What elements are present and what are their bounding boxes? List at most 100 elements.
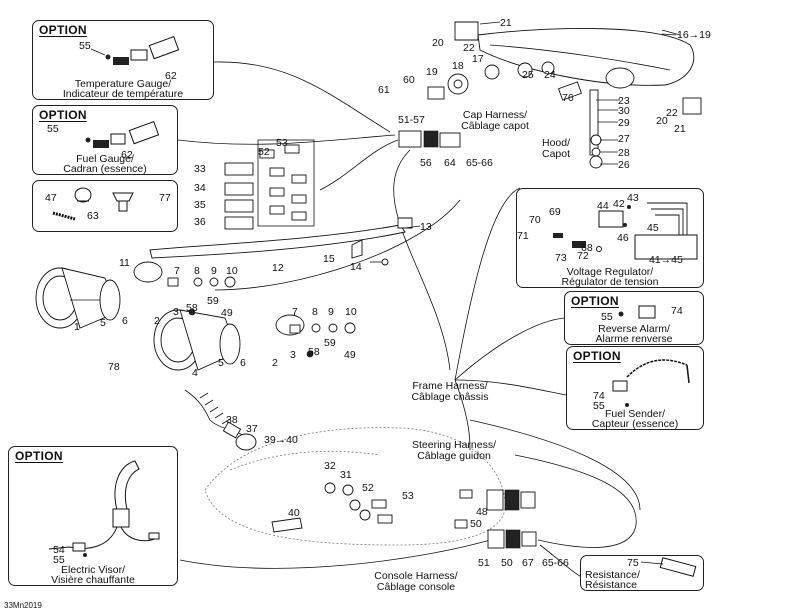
option-title: OPTION [39,108,87,122]
label-steering-harness: Steering Harness/ Câblage guidon [396,440,512,462]
callout: 27 [618,133,630,145]
wire-cap-to-frame [393,149,451,371]
option-box-temperature-gauge: OPTION 55 62 Temperature Gauge/ Indicate… [32,20,214,100]
callout: 52 [362,482,374,494]
callout: 39→40 [264,434,298,446]
callout-74: 74 [671,305,683,317]
callout: 37 [246,423,258,435]
caption-fr: Capteur (essence) [591,418,679,430]
callout: 78 [108,361,120,373]
reverse-alarm-drawing [618,305,656,319]
callout: 38 [226,414,238,426]
electric-visor-drawing [48,460,160,557]
callout: 49 [344,349,356,361]
callout: 9 [211,265,217,277]
label-console-harness-fr: Câblage console [376,581,456,593]
caption-fr: Indicateur de température [62,88,184,100]
callout: 40 [288,507,300,519]
caption-en: Resistance/ [585,569,640,581]
wire-temp-gauge [213,61,391,133]
steering-harness-connector [486,489,536,511]
callout-77: 77 [159,192,171,204]
callout: 22 [666,107,678,119]
callout: 11 [119,257,130,269]
misc-parts-drawing [52,187,134,221]
callout: 34 [194,182,206,194]
callout: 64 [444,157,456,169]
callout: 51-57 [398,114,425,126]
callout-43: 43 [627,192,639,204]
callout: 53 [402,490,414,502]
label-hood-en: Hood/ [541,137,571,149]
callout-55: 55 [601,311,613,323]
caption-en: Electric Visor/ [61,564,125,576]
cap-harness-connector [398,130,461,148]
wire-gauge-loop [214,199,461,291]
caption-fr: Alarme renverse [595,333,673,345]
callout-72: 72 [577,250,589,262]
callout: 30 [618,105,630,117]
callout: 21 [674,123,686,135]
gauge-4 [153,309,241,371]
wire-frame-volt [454,187,521,381]
option-title: OPTION [15,449,63,463]
callout: 13 [420,221,432,233]
callout: 59 [324,337,336,349]
caption-fr: Résistance [585,579,637,591]
callout: 61 [378,84,390,96]
option-box-reverse-alarm: OPTION 55 74 Reverse Alarm/ Alarme renve… [564,291,704,345]
label-frame-harness-en: Frame Harness/ [412,380,488,392]
callout: 14 [350,261,362,273]
callout-42: 42 [613,198,625,210]
console-harness-connector [487,529,537,549]
voltage-regulator-drawing [553,202,698,260]
callout: 2 [272,357,278,369]
caption-fr: Régulator de tension [561,276,659,288]
callout: 35 [194,199,206,211]
hardware-row-top [167,276,236,316]
callout-71: 71 [517,230,529,242]
bracket-12 [149,217,413,266]
callout: 23 [618,95,630,107]
callout-55: 55 [79,40,91,52]
top-parts [427,21,702,169]
callout-55: 55 [47,123,59,135]
callout: 58 [308,346,320,358]
gauge-1 [35,267,121,329]
callout: 60 [403,74,415,86]
callout: 59 [207,295,219,307]
callout: 58 [186,302,198,314]
callout: 7 [292,306,298,318]
callout: 6 [122,315,128,327]
figure-code: 33Mn2019 [4,601,42,610]
wire-fuel-gauge [177,134,396,145]
wire-long-right [469,419,641,511]
callout: 65-66 [466,157,493,169]
callout: 50 [501,557,513,569]
connector-blocks [224,139,315,230]
caption-en: Fuel Gauge/ [76,153,134,165]
callout: 1 [74,321,80,333]
label-console-harness: Console Harness/ Câblage console [356,571,476,593]
callout: 25 [522,69,534,81]
callout: 67 [522,557,534,569]
callout: 22 [463,42,475,54]
option-box-fuel-gauge: OPTION 55 62 Fuel Gauge/ Cadran (essence… [32,105,178,175]
callout-47: 47 [45,192,57,204]
label-steering-harness-fr: Câblage guidon [417,450,491,462]
callout: 36 [194,216,206,228]
callout: 28 [618,147,630,159]
callout: 7 [174,265,180,277]
label-frame-harness-fr: Câblage châssis [411,391,489,403]
callout: 20 [432,37,444,49]
callout-41-45: 41→45 [649,254,683,266]
callout: 26 [618,159,630,171]
label-cap-harness-fr: Câblage capot [461,120,529,132]
callout: 6 [240,357,246,369]
parts-box-misc: 47 63 77 [32,180,178,232]
parts-box-voltage-regulator: 43 44 42 69 70 45 71 68 46 73 72 41→45 V… [516,188,704,288]
callout-74: 74 [593,390,605,402]
wire-frame-rev [454,317,566,381]
callout: 15 [323,253,335,265]
